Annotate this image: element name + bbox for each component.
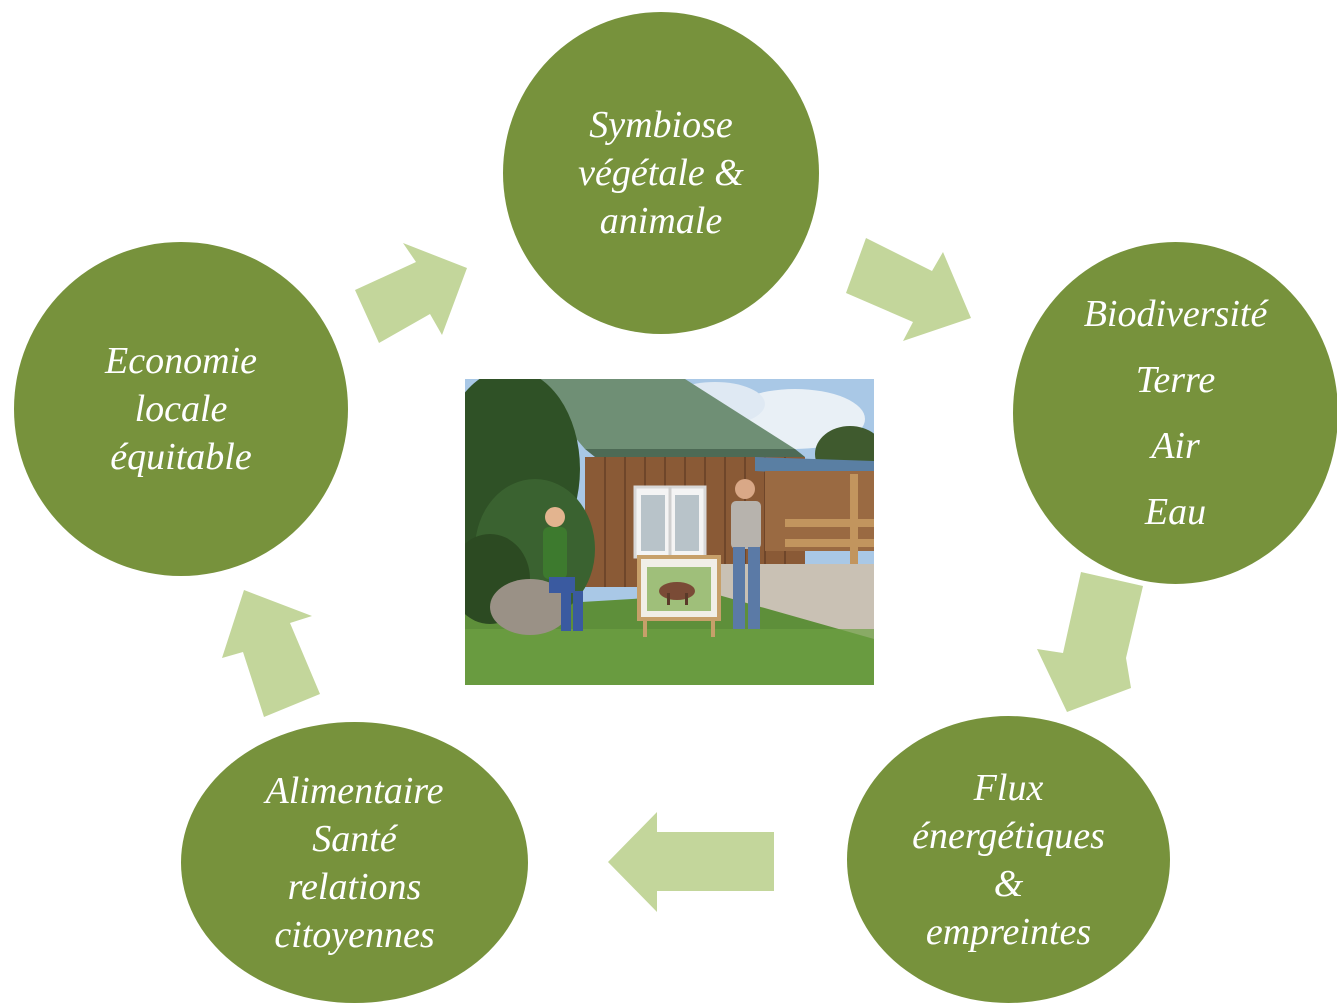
- node-alimentaire: Alimentaire Santé relations citoyennes: [181, 722, 528, 1003]
- arrow-top-to-right: [846, 238, 971, 341]
- arrow-left-to-top: [355, 243, 467, 343]
- node-flux-line-3: &: [993, 862, 1024, 905]
- node-biodiversite: Biodiversité Terre Air Eau: [1013, 242, 1337, 584]
- arrow-right-to-bottom-right: [1037, 572, 1143, 712]
- node-alimentaire-line-3: relations: [287, 865, 422, 908]
- farm-photo-illustration: [465, 379, 874, 685]
- node-biodiversite-line-4: Eau: [1144, 491, 1207, 533]
- node-economie-line-1: Economie: [105, 340, 257, 382]
- node-flux-line-2: énergétiques: [912, 814, 1105, 857]
- node-symbiose-line-3: animale: [599, 200, 723, 242]
- node-symbiose-line-2: végétale &: [578, 152, 744, 194]
- node-biodiversite-line-1: Biodiversité: [1083, 293, 1268, 335]
- node-biodiversite-line-3: Air: [1151, 425, 1200, 467]
- node-alimentaire-line-1: Alimentaire: [265, 769, 444, 812]
- arrow-bottom-left-to-left: [222, 590, 320, 717]
- node-symbiose: Symbiose végétale & animale: [503, 12, 819, 334]
- node-biodiversite-text: Biodiversité Terre Air Eau: [1084, 281, 1268, 545]
- node-economie-line-2: locale: [134, 388, 228, 430]
- node-economie: Economie locale équitable: [14, 242, 348, 576]
- node-symbiose-line-1: Symbiose: [589, 104, 733, 146]
- node-flux-line-4: empreintes: [925, 910, 1092, 953]
- node-alimentaire-line-2: Santé: [312, 817, 397, 860]
- node-economie-line-3: équitable: [110, 436, 252, 478]
- arrow-bottom-right-to-bottom-left: [608, 812, 774, 912]
- node-flux-line-1: Flux: [973, 766, 1044, 809]
- farm-photo: [465, 379, 874, 685]
- node-flux: Flux énergétiques & empreintes: [847, 716, 1170, 1003]
- node-alimentaire-line-4: citoyennes: [274, 913, 435, 956]
- node-biodiversite-line-2: Terre: [1135, 359, 1216, 401]
